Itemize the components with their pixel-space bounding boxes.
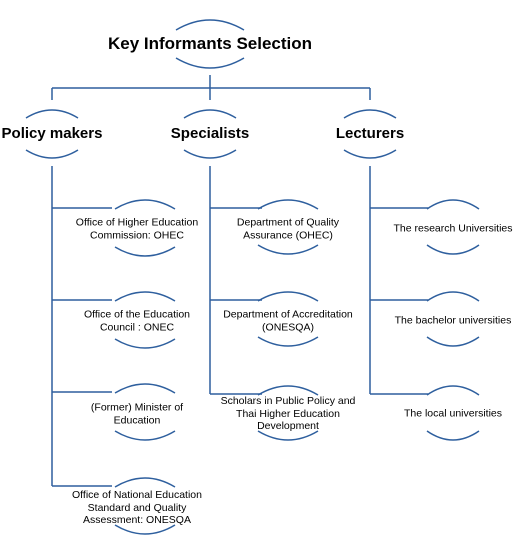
item-local-universities: The local universities (403, 407, 503, 420)
item-bachelor-universities: The bachelor universities (394, 314, 512, 327)
item-lc-1-arc-top (426, 291, 480, 302)
item-sp-1-arc-top (257, 291, 319, 302)
category-1-arc-top (183, 109, 237, 119)
item-lc-0-arc-bottom (426, 244, 480, 255)
category-policy-makers: Policy makers (1, 125, 103, 142)
item-dept-accreditation: Department of Accreditation (ONESQA) (223, 308, 353, 333)
item-ohec: Office of Higher Education Commission: O… (75, 216, 199, 241)
item-pm-0-arc-bottom (114, 246, 176, 257)
item-former-minister: (Former) Minister of Education (90, 401, 184, 426)
item-onesqa: Office of National Education Standard an… (72, 489, 202, 527)
item-lc-2-arc-top (426, 385, 480, 396)
item-pm-1-arc-bottom (114, 338, 176, 349)
item-pm-3-arc-bottom (114, 524, 176, 535)
item-lc-1-arc-bottom (426, 336, 480, 347)
item-sp-0-arc-bottom (257, 244, 319, 255)
item-sp-2-arc-bottom (257, 430, 319, 441)
title-arc-bottom (175, 57, 245, 69)
item-dept-quality-assurance: Department of Quality Assurance (OHEC) (236, 216, 340, 241)
category-0-arc-bottom (25, 149, 79, 159)
item-pm-2-arc-top (114, 383, 176, 394)
item-pm-1-arc-top (114, 291, 176, 302)
item-lc-2-arc-bottom (426, 430, 480, 441)
item-pm-2-arc-bottom (114, 430, 176, 441)
item-pm-0-arc-top (114, 199, 176, 210)
item-lc-0-arc-top (426, 199, 480, 210)
item-onec: Office of the Education Council : ONEC (83, 308, 191, 333)
category-specialists: Specialists (170, 125, 250, 142)
category-0-arc-top (25, 109, 79, 119)
diagram-title: Key Informants Selection (107, 33, 313, 53)
title-arc-top (175, 19, 245, 31)
item-pm-3-arc-top (114, 477, 176, 488)
category-2-arc-top (343, 109, 397, 119)
item-scholars: Scholars in Public Policy and Thai Highe… (220, 395, 356, 433)
category-lecturers: Lecturers (335, 125, 405, 142)
item-sp-1-arc-bottom (257, 336, 319, 347)
category-2-arc-bottom (343, 149, 397, 159)
item-sp-2-arc-top (257, 385, 319, 396)
category-1-arc-bottom (183, 149, 237, 159)
item-research-universities: The research Universities (393, 222, 513, 235)
item-sp-0-arc-top (257, 199, 319, 210)
